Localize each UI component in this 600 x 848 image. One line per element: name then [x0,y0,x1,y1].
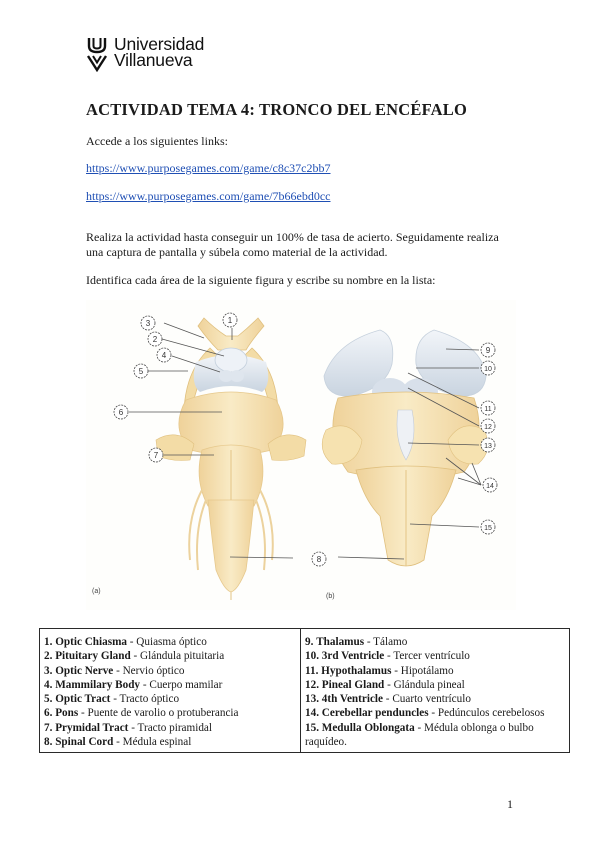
svg-text:5: 5 [139,367,144,376]
panel-b-label: (b) [326,593,335,600]
term-item-5: 5. Optic Tract - Tracto óptico [44,693,180,706]
svg-text:12: 12 [484,424,492,431]
instructions-line-2: una captura de pantalla y súbela como ma… [86,245,388,259]
svg-text:9: 9 [486,346,491,355]
svg-text:14: 14 [486,483,494,490]
brainstem-illustration: 1 3 2 4 5 6 7 8 (a) [92,312,498,600]
term-item-3: 3. Optic Nerve - Nervio óptico [44,664,185,677]
term-item-1: 1. Optic Chiasma - Quiasma óptico [44,636,207,648]
svg-text:15: 15 [484,525,492,532]
panel-b-drawing [321,329,489,567]
term-item-2: 2. Pituitary Gland - Glándula pituitaria [44,650,225,663]
game-link-1[interactable]: https://www.purposegames.com/game/c8c37c… [86,161,331,175]
svg-text:10: 10 [484,366,492,373]
brainstem-figure: 1 3 2 4 5 6 7 8 (a) [86,300,516,610]
callout-12: 12 [480,418,496,434]
instructions-line-1: Realiza la actividad hasta conseguir un … [86,230,499,244]
callout-6: 6 [113,404,129,420]
callout-10: 10 [480,360,496,376]
callout-3: 3 [140,315,156,331]
logo-line-1: Universidad [114,34,205,54]
callout-8: 8 [311,551,327,567]
terms-column-right: 9. Thalamus - Tálamo 10. 3rd Ventricle -… [301,629,569,752]
panel-a-drawing [155,317,307,600]
term-item-13: 13. 4th Ventricle - Cuarto ventrículo [305,693,471,706]
term-item-12: 12. Pineal Gland - Glándula pineal [305,678,465,691]
callout-1: 1 [222,312,238,328]
svg-text:7: 7 [154,451,159,460]
svg-text:11: 11 [484,406,491,413]
university-logo: Universidad Villanueva [86,34,205,72]
term-item-14: 14. Cerebellar penduncles - Pedúnculos c… [305,707,545,720]
panel-a-label: (a) [92,588,101,595]
term-item-10: 10. 3rd Ventricle - Tercer ventrículo [305,650,470,663]
callout-9: 9 [480,342,496,358]
svg-text:8: 8 [317,555,322,564]
callout-14: 14 [482,477,498,493]
svg-text:13: 13 [484,443,492,450]
term-item-4: 4. Mammilary Body - Cuerpo mamilar [44,678,223,691]
callout-2: 2 [147,331,163,347]
callout-11: 11 [480,400,496,416]
term-item-9: 9. Thalamus - Tálamo [305,636,408,648]
term-item-8: 8. Spinal Cord - Médula espinal [44,736,192,749]
svg-text:4: 4 [162,351,167,360]
svg-text:6: 6 [119,408,124,417]
callout-7: 7 [148,447,164,463]
svg-text:1: 1 [228,316,233,325]
game-link-2[interactable]: https://www.purposegames.com/game/7b66eb… [86,189,331,203]
university-name: Universidad Villanueva [114,34,205,70]
identify-prompt: Identifica cada área de la siguiente fig… [86,273,436,287]
intro-text: Accede a los siguientes links: [86,134,228,148]
term-item-15: 15. Medulla Oblongata - Médula oblonga o… [305,721,534,749]
callout-5: 5 [133,363,149,379]
terms-column-left: 1. Optic Chiasma - Quiasma óptico 2. Pit… [40,629,301,752]
term-item-11: 11. Hypothalamus - Hipotálamo [305,664,454,677]
page-number: 1 [507,797,513,811]
logo-line-2: Villanueva [114,50,193,70]
callout-13: 13 [480,437,496,453]
svg-text:3: 3 [146,319,151,328]
anatomy-terms-table: 1. Optic Chiasma - Quiasma óptico 2. Pit… [39,628,570,753]
svg-text:2: 2 [153,335,158,344]
page-title: ACTIVIDAD TEMA 4: TRONCO DEL ENCÉFALO [86,100,467,119]
term-item-6: 6. Pons - Puente de varolio o protuberan… [44,707,239,720]
university-logo-icon [86,38,108,72]
term-item-7: 7. Prymidal Tract - Tracto piramidal [44,721,213,734]
callout-4: 4 [156,347,172,363]
callout-15: 15 [480,519,496,535]
